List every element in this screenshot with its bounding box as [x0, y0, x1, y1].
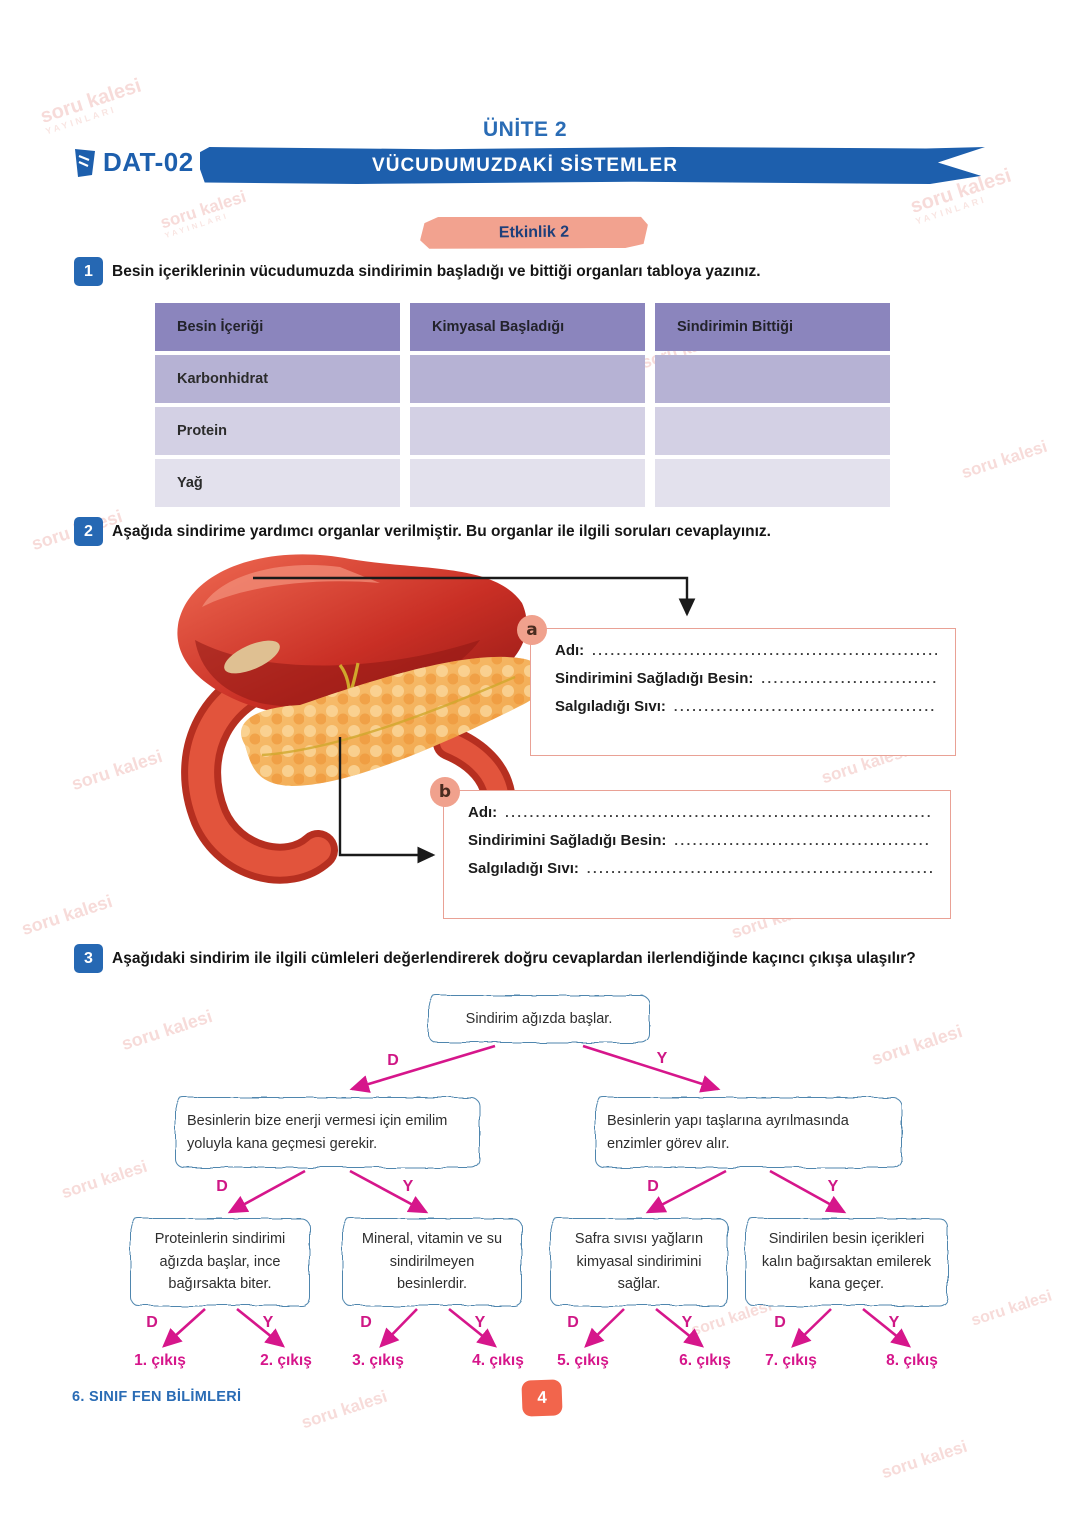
answer-box-b: b Adı:..................................… — [430, 777, 951, 919]
question-2-text: Aşağıda sindirime yardımcı organlar veri… — [112, 523, 771, 540]
bile-duct-shape — [330, 662, 360, 744]
branch-label-y: Y — [656, 1050, 668, 1067]
table-row-label-karbonhidrat: Karbonhidrat — [155, 355, 400, 403]
table-cell-blank — [655, 459, 890, 507]
unit-label: ÜNİTE 2 — [482, 118, 567, 141]
question-1-number: 1 — [75, 258, 102, 285]
branch-label-y: Y — [262, 1314, 274, 1331]
doc-code-label: DAT-02 — [103, 147, 194, 177]
watermark: soru kalesi — [299, 1386, 390, 1433]
table-row-label-protein: Protein — [155, 407, 400, 455]
fill-in-blank: ........................................… — [673, 699, 937, 714]
table-header-kimyasal-basladigi: Kimyasal Başladığı — [410, 303, 645, 351]
field-label-name: Adı: — [468, 804, 498, 821]
flow-level3-text-1: Proteinlerin sindirimi ağızda başlar, in… — [154, 1231, 286, 1293]
flowchart-arrows — [162, 1044, 912, 1348]
branch-label-d: D — [774, 1314, 786, 1331]
flow-level3-box-4: Sindirilen besin içerikleri kalın bağırs… — [745, 1218, 948, 1306]
fill-in-blank: ........................................… — [761, 671, 937, 686]
duodenum-shape — [181, 650, 338, 884]
question-2-number: 2 — [75, 518, 102, 545]
nutrition-table: Besin İçeriği Kimyasal Başladığı Sindiri… — [155, 303, 890, 507]
activity-badge-label: Etkinlik 2 — [498, 223, 570, 241]
table-cell-blank — [410, 407, 645, 455]
exit-label-1: 1. çıkış — [134, 1352, 186, 1369]
field-label-fluid: Salgıladığı Sıvı: — [468, 860, 579, 877]
branch-label-d: D — [387, 1052, 399, 1069]
field-label-fluid: Salgıladığı Sıvı: — [555, 698, 666, 715]
fill-in-blank: ........................................… — [674, 833, 932, 848]
activity-badge: Etkinlik 2 — [420, 215, 648, 250]
watermark: soru kalesi — [879, 1436, 970, 1483]
flow-level2-box-2: Besinlerin yapı taşlarına ayrılmasında e… — [595, 1097, 902, 1168]
flow-level2-box-1: Besinlerin bize enerji vermesi için emil… — [175, 1097, 480, 1168]
branch-label-d: D — [567, 1314, 579, 1331]
flow-root-box: Sindirim ağızda başlar. — [428, 995, 650, 1043]
branch-label-d: D — [216, 1178, 228, 1195]
field-label-food: Sindirimini Sağladığı Besin: — [555, 670, 754, 687]
pancreas-shape — [241, 656, 547, 787]
table-cell-blank — [655, 355, 890, 403]
watermark: soru kalesi — [69, 745, 165, 795]
flow-level3-text-2: Mineral, vitamin ve su sindirilmeyen bes… — [361, 1231, 503, 1293]
flow-level3-text-3: Safra sıvısı yağların kimyasal sindirimi… — [574, 1231, 704, 1293]
banner-title: VÜCUDUMUZDAKİ SİSTEMLER — [372, 154, 678, 176]
answer-box-a-tag: a — [517, 615, 547, 645]
flow-level2-text-1: Besinlerin bize enerji vermesi için emil… — [187, 1113, 448, 1152]
exit-label-7: 7. çıkış — [765, 1352, 817, 1369]
doc-code: DAT-02 — [72, 147, 194, 178]
branch-label-y: Y — [681, 1314, 693, 1331]
doc-code-flag-icon — [75, 148, 95, 177]
branch-label-y: Y — [888, 1314, 900, 1331]
table-header-sindirimin-bittigi: Sindirimin Bittiği — [655, 303, 890, 351]
fill-in-blank: ........................................… — [505, 805, 932, 820]
liver-shape — [177, 554, 527, 720]
watermark: soru kalesi — [959, 436, 1050, 483]
fill-in-blank: ........................................… — [586, 861, 932, 876]
footer-course-label: 6. SINIF FEN BİLİMLERİ — [72, 1389, 242, 1405]
watermark: soru kalesi — [869, 1020, 965, 1070]
flow-level3-box-2: Mineral, vitamin ve su sindirilmeyen bes… — [342, 1218, 522, 1306]
question-3-number: 3 — [75, 945, 102, 972]
exit-label-2: 2. çıkış — [260, 1352, 312, 1369]
branch-label-y: Y — [402, 1178, 414, 1195]
field-label-food: Sindirimini Sağladığı Besin: — [468, 832, 667, 849]
exit-label-4: 4. çıkış — [472, 1352, 524, 1369]
watermark: soru kalesi — [119, 1005, 215, 1055]
branch-label-y: Y — [474, 1314, 486, 1331]
exit-label-5: 5. çıkış — [557, 1352, 609, 1369]
watermark: soru kalesi — [969, 1287, 1055, 1330]
table-cell-blank — [410, 459, 645, 507]
branch-label-d: D — [360, 1314, 372, 1331]
fill-in-blank: ........................................… — [592, 643, 937, 658]
page-number-badge: 4 — [521, 1379, 563, 1417]
field-label-name: Adı: — [555, 642, 585, 659]
branch-label-y: Y — [827, 1178, 839, 1195]
gallbladder-shape — [224, 640, 280, 674]
exit-label-6: 6. çıkış — [679, 1352, 731, 1369]
flow-root-text: Sindirim ağızda başlar. — [465, 1010, 613, 1027]
flow-level2-text-2: Besinlerin yapı taşlarına ayrılmasında e… — [607, 1113, 849, 1152]
watermark: soru kalesi — [59, 1156, 150, 1203]
answer-box-a: a Adı:..................................… — [517, 615, 956, 756]
question-3-text: Aşağıdaki sindirim ile ilgili cümleleri … — [112, 950, 916, 967]
flow-level3-box-3: Safra sıvısı yağların kimyasal sindirimi… — [550, 1218, 728, 1306]
table-header-besin-icerigi: Besin İçeriği — [155, 303, 400, 351]
table-cell-blank — [655, 407, 890, 455]
answer-box-b-tag: b — [430, 777, 460, 807]
flow-level3-text-4: Sindirilen besin içerikleri kalın bağırs… — [761, 1231, 932, 1293]
exit-label-3: 3. çıkış — [352, 1352, 404, 1369]
flow-level3-box-1: Proteinlerin sindirimi ağızda başlar, in… — [130, 1218, 310, 1306]
table-cell-blank — [410, 355, 645, 403]
unit-banner: VÜCUDUMUZDAKİ SİSTEMLER — [200, 147, 985, 184]
question-1-text: Besin içeriklerinin vücudumuzda sindirim… — [112, 263, 761, 280]
watermark: soru kalesi — [19, 890, 115, 940]
branch-label-d: D — [146, 1314, 158, 1331]
table-row-label-yag: Yağ — [155, 459, 400, 507]
exit-label-8: 8. çıkış — [886, 1352, 938, 1369]
branch-label-d: D — [647, 1178, 659, 1195]
